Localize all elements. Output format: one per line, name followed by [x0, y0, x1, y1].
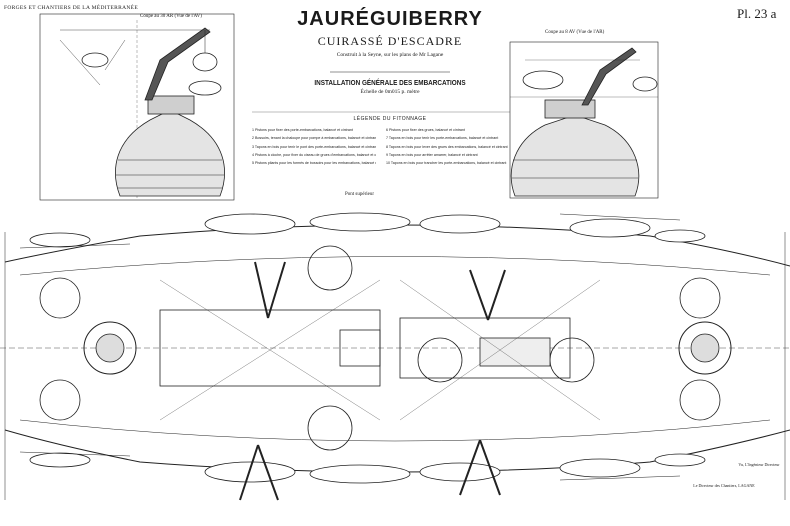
legend-item: 4 Pistons à cloche, pour fixer du ciseau… — [252, 152, 376, 157]
legend-item: 2 Bossoirs, tenant la chaloupe pour pomp… — [252, 136, 376, 141]
legend-item: 5 Pistons pliants pour les formés de bos… — [252, 161, 376, 166]
section-right — [509, 41, 659, 199]
legend-item: 7 Tapons en bois pour tenir les porte-em… — [386, 136, 499, 141]
engineer-signature: Vu, L'Ingénieur Directeur — [738, 462, 780, 467]
construction-note: Construit à la Seyne, sur les plans de M… — [336, 52, 444, 58]
ship-subtitle: CUIRASSÉ D'ESCADRE — [317, 34, 463, 48]
section-label-right: Coupe au 8 AV (Vue de l'AR) — [545, 30, 605, 35]
legend-item: 3 Tapons en bois pour tenir le pont des … — [252, 144, 376, 149]
scale-note: Échelle de 0m015 p. mètre — [360, 89, 420, 95]
legend-item: 8 Tapons en bois pour lever des grues de… — [386, 144, 508, 149]
legend-item: 6 Pistons pour fixer des grues, balancé … — [386, 128, 465, 132]
deck-label: Pont supérieur — [345, 192, 375, 197]
plate-number: Pl. 23 a — [737, 6, 777, 21]
hull-plan-view — [0, 212, 790, 501]
legend-list: 1 Pistons pour fixer des porte-embarcati… — [252, 128, 510, 165]
director-signature: Le Directeur des Chantiers, LAGANE — [693, 483, 755, 488]
drawing-heading: INSTALLATION GÉNÉRALE DES EMBARCATIONS — [314, 78, 466, 87]
legend-item: 1 Pistons pour fixer des porte-embarcati… — [252, 128, 353, 132]
yard-name: FORGES ET CHANTIERS DE LA MÉDITERRANÉE — [4, 5, 138, 11]
section-label-left: Coupe au 30 AR (Vue de l'AV) — [140, 14, 202, 19]
legend-title: LÉGENDE DU FITONNAGE — [353, 116, 427, 122]
legend-item: 10 Tapons en bois pour trancher les port… — [386, 161, 507, 166]
ship-title: JAURÉGUIBERRY — [297, 8, 483, 30]
section-left — [39, 13, 235, 201]
legend-item: 9 Tapons en bois pour arrêter amarrer, b… — [386, 152, 478, 157]
